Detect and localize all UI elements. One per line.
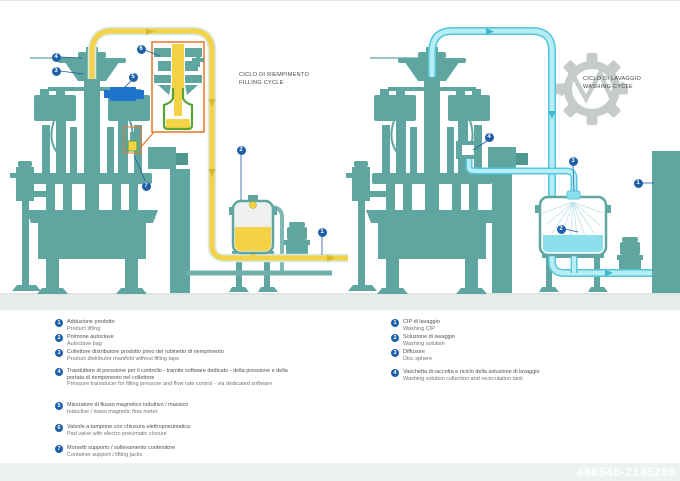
- callout-marker-7: 7: [141, 181, 151, 191]
- washing-cycle-title: CICLO DI LAVAGGIO WASHING CYCLE: [583, 75, 641, 91]
- bottle-outline: [162, 88, 194, 131]
- callout-marker-5: 5: [128, 72, 138, 82]
- legend-item: 6 Valvole a tampone con chiusura elettro…: [55, 424, 293, 437]
- legend-number-badge: 2: [55, 334, 63, 342]
- legend-label-en: Pressure transducer for filling pressure…: [67, 381, 273, 387]
- legend-item: 4 Trasduttore di pressione per il contro…: [55, 368, 293, 388]
- filling-title-en: FILLING CYCLE: [239, 80, 284, 86]
- legend-number-badge: 7: [55, 445, 63, 453]
- filling-cycle-title: CICLO DI RIEMPIMENTO FILLING CYCLE: [239, 71, 309, 87]
- filling-machine-silhouette: [16, 46, 159, 295]
- washing-title-it: CICLO DI LAVAGGIO: [583, 76, 642, 82]
- outfeed-column: [170, 169, 190, 293]
- bottom-strip: 486545-2145295: [0, 463, 680, 481]
- legend-label-it: Polmone autoclave: [67, 334, 114, 340]
- legend-number-badge: 2: [391, 334, 399, 342]
- legend-number-badge: 4: [55, 368, 63, 376]
- legend-label-en: Disc sphere: [403, 355, 433, 362]
- legend-label-it: Valvole a tampone con chiusura elettropn…: [67, 424, 191, 430]
- flow-arrows: [146, 28, 335, 262]
- legend-item: 3 Diffusore Disc sphere: [391, 349, 629, 362]
- spray-lines: [542, 201, 604, 244]
- legend-label-it: Diffusore: [403, 349, 425, 355]
- legend-label-en: Washing CIP: [403, 325, 435, 332]
- legend-item: 1 CIP di lavaggio Washing CIP: [391, 319, 629, 332]
- legend-number-badge: 3: [55, 349, 63, 357]
- magnetic-flow-meter: [104, 87, 144, 113]
- legend-number-badge: 5: [55, 402, 63, 410]
- legend-label-en: Washing solution: [403, 340, 445, 347]
- callout-marker-1: 1: [317, 227, 327, 237]
- legend-item: 2 Soluzione di lavaggio Washing solution: [391, 334, 629, 347]
- machine-nozzle-marker: [123, 126, 142, 154]
- gear-logo-icon: [556, 53, 628, 125]
- legend-number-badge: 6: [55, 424, 63, 432]
- legend-number-badge: 1: [391, 319, 399, 327]
- legend-label-it: Trasduttore di pressione per il controll…: [67, 368, 288, 381]
- legend-label-en: Pad valve with electro pneumatic closure: [67, 430, 167, 437]
- callout-marker-w1: 1: [633, 178, 643, 188]
- legend-label-en: Product distributor manifold without fil…: [67, 355, 179, 362]
- legend-label-it: Morsetti supporto / sollevamento conteni…: [67, 445, 176, 451]
- filling-nozzle-inset: [140, 41, 205, 148]
- legend-item: 7 Morsetti supporto / sollevamento conte…: [55, 445, 293, 458]
- legend-label-en: Container support / lifting jacks: [67, 451, 143, 458]
- callout-marker-w3: 3: [568, 156, 578, 166]
- callout-marker-3: 3: [51, 66, 61, 76]
- legend-item: 4 Vaschetta di raccolta e riciclo della …: [391, 369, 629, 382]
- legend-item: 5 Misuratore di flusso magnetico indutti…: [55, 402, 293, 415]
- callout-marker-w4: 4: [484, 132, 494, 142]
- legend-label-it: Vaschetta di raccolta e riciclo della so…: [403, 369, 540, 375]
- filling-cycle-diagram: [10, 26, 348, 295]
- callout-leaders-left: [59, 49, 323, 255]
- callout-marker-6: 6: [136, 44, 146, 54]
- legend-label-it: Misuratore di flusso magnetico induttivo…: [67, 402, 189, 408]
- legend-item: 3 Collettore distributore prodotto privo…: [55, 349, 293, 362]
- legend-item: 1 Adduzione prodotto Product lifting: [55, 319, 293, 332]
- cip-tower: [652, 151, 680, 293]
- washing-title-en: WASHING CYCLE: [583, 84, 633, 90]
- callout-leaders-right: [472, 140, 654, 233]
- legend-number-badge: 4: [391, 369, 399, 377]
- legend-number-badge: 3: [391, 349, 399, 357]
- callout-marker-2: 2: [236, 145, 246, 155]
- legend-item: 2 Polmone autoclave Autoclave bag: [55, 334, 293, 347]
- floor: [0, 293, 680, 310]
- legend-label-it: Soluzione di lavaggio: [403, 334, 455, 340]
- washing-valve: [456, 141, 482, 159]
- filling-title-it: CICLO DI RIEMPIMENTO: [239, 72, 310, 78]
- callout-marker-w2: 2: [556, 224, 566, 234]
- legend-label-en: Product lifting: [67, 325, 101, 332]
- listing-id-watermark: 486545-2145295: [576, 465, 676, 479]
- legend-label-it: Adduzione prodotto: [67, 319, 115, 325]
- outfeed-column: [492, 169, 512, 293]
- legend-label-it: Collettore distributore prodotto privo d…: [67, 349, 224, 355]
- callout-marker-4: 4: [51, 52, 61, 62]
- legend-label-en: Inductive / mass magnetic flow meter: [67, 408, 158, 415]
- legend-label-en: Washing solution collection and recircul…: [403, 375, 523, 382]
- washing-cycle-diagram: [346, 27, 680, 295]
- washing-solution-tank: [535, 190, 611, 257]
- product-tank: [229, 195, 277, 255]
- legend-label-it: CIP di lavaggio: [403, 319, 440, 325]
- legend-number-badge: 1: [55, 319, 63, 327]
- spray-ball: [566, 190, 581, 200]
- legend-label-en: Autoclave bag: [67, 340, 102, 347]
